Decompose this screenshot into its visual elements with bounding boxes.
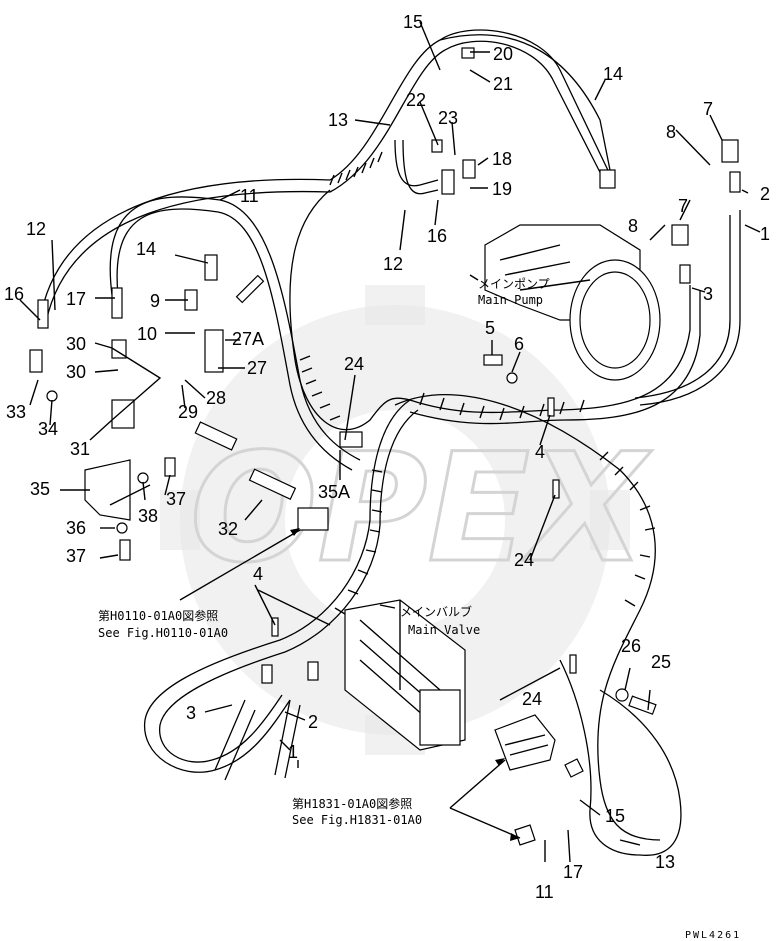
label-34: 33 xyxy=(6,402,26,422)
label-38: 36 xyxy=(66,518,86,538)
label-17-left: 17 xyxy=(66,289,86,309)
ref2-jp: 第H1831-01A0図参照 xyxy=(292,796,412,811)
label-25: 25 xyxy=(651,652,671,672)
label-6: 6 xyxy=(514,334,524,354)
ref1-jp: 第H0110-01A0図参照 xyxy=(98,608,218,623)
label-11-top: 11 xyxy=(240,186,259,206)
label-32: 31 xyxy=(70,439,90,459)
label-3-bot: 3 xyxy=(186,703,196,723)
drawing-code: PWL4261 xyxy=(685,930,741,941)
spiral-wrap xyxy=(299,151,656,615)
label-2-bot: 2 xyxy=(308,712,318,732)
label-8-mid: 8 xyxy=(628,216,638,236)
label-39: 37 xyxy=(166,489,186,509)
ref2-en: See Fig.H1831-01A0 xyxy=(292,813,422,827)
label-35A: 35A xyxy=(318,482,350,502)
label-28: 28 xyxy=(206,388,226,408)
label-35: 34 xyxy=(38,419,58,439)
label-9: 9 xyxy=(150,291,160,311)
label-24-bot: 24 xyxy=(522,689,542,709)
main-pump-jp: メインポンプ xyxy=(478,277,550,291)
label-20: 20 xyxy=(493,44,513,64)
main-valve-jp: メインバルブ xyxy=(400,604,472,619)
leader-lines xyxy=(19,21,761,863)
notes: メインポンプ Main Pump メインバルブ Main Valve 第H011… xyxy=(98,277,741,941)
label-1-bot: 1 xyxy=(288,742,298,762)
label-37: 37 xyxy=(66,546,86,566)
label-24-top: 24 xyxy=(344,354,364,374)
label-14-left: 14 xyxy=(136,239,156,259)
label-26: 26 xyxy=(621,636,641,656)
label-17-bot: 17 xyxy=(563,862,583,882)
label-27A: 27A xyxy=(232,329,264,349)
label-14-top: 14 xyxy=(603,64,623,84)
label-16-mid: 16 xyxy=(427,226,447,246)
label-12-left: 12 xyxy=(26,219,46,239)
label-7-mid: 7 xyxy=(678,196,688,216)
label-3-right: 3 xyxy=(703,284,713,304)
part-labels: 15 20 21 14 13 22 23 18 19 7 8 2 1 7 8 3… xyxy=(4,12,770,902)
label-31: 30 xyxy=(66,362,86,382)
label-36: 35 xyxy=(30,479,50,499)
label-30: 30 xyxy=(66,334,86,354)
hose-lines xyxy=(39,29,741,856)
label-5: 5 xyxy=(485,318,495,338)
label-16-left: 16 xyxy=(4,284,24,304)
fittings xyxy=(29,47,741,715)
label-33: 32 xyxy=(218,519,238,539)
main-valve-en: Main Valve xyxy=(408,623,480,637)
reference-arrows xyxy=(290,528,520,841)
label-18: 18 xyxy=(492,149,512,169)
label-1-right: 1 xyxy=(760,224,770,244)
label-8-top: 8 xyxy=(666,122,676,142)
label-29: 29 xyxy=(178,402,198,422)
watermark-text: OPEX xyxy=(190,422,652,596)
label-19: 19 xyxy=(492,179,512,199)
label-24-mid: 24 xyxy=(514,550,534,570)
label-12-mid: 12 xyxy=(383,254,403,274)
label-21: 21 xyxy=(493,74,513,94)
ref1-en: See Fig.H0110-01A0 xyxy=(98,626,228,640)
valve-block xyxy=(494,714,584,846)
label-13-bot: 13 xyxy=(655,852,675,872)
label-22: 22 xyxy=(406,90,426,110)
label-13-top: 13 xyxy=(328,110,348,130)
label-27: 27 xyxy=(247,358,267,378)
label-4-top: 4 xyxy=(535,442,545,462)
label-15-bot: 15 xyxy=(605,806,625,826)
label-10: 10 xyxy=(137,324,157,344)
label-40: 38 xyxy=(138,506,158,526)
main-pump xyxy=(484,224,661,381)
label-7-top: 7 xyxy=(703,99,713,119)
label-fixes: 35A xyxy=(318,482,350,502)
main-valve xyxy=(344,599,466,751)
label-15-top: 15 xyxy=(403,12,423,32)
main-pump-en: Main Pump xyxy=(478,293,543,307)
label-23: 23 xyxy=(438,108,458,128)
label-4-mid: 4 xyxy=(253,564,263,584)
label-11-bot: 11 xyxy=(535,882,554,902)
label-2-right: 2 xyxy=(760,184,770,204)
